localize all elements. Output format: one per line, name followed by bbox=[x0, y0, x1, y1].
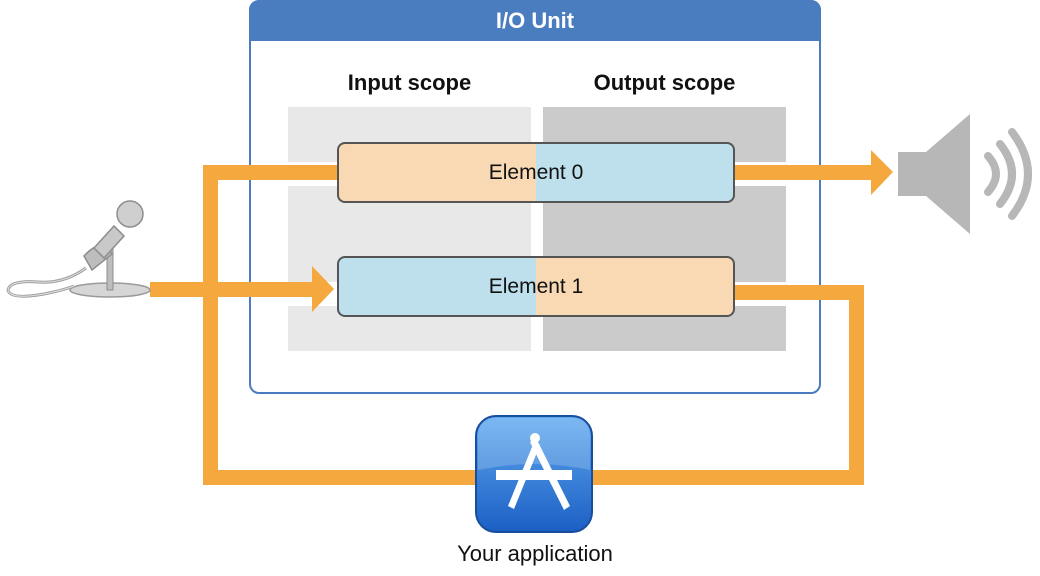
element-1-label: Element 1 bbox=[488, 274, 584, 298]
speaker-icon bbox=[898, 114, 1032, 234]
input-scope-label: Input scope bbox=[347, 70, 472, 95]
arrow-mic-to-elem1 bbox=[150, 282, 314, 297]
arrow-bottom-left bbox=[203, 470, 475, 485]
element-0-label: Element 0 bbox=[488, 160, 584, 184]
io-unit-title: I/O Unit bbox=[249, 0, 821, 41]
arrow-right-vertical bbox=[849, 285, 864, 485]
output-scope-label: Output scope bbox=[593, 70, 736, 95]
arrow-elem0-out bbox=[733, 165, 873, 180]
microphone-icon bbox=[6, 200, 151, 298]
arrow-elem1-out bbox=[733, 285, 864, 300]
arrow-head-elem1 bbox=[312, 266, 334, 312]
element-0: Element 0 bbox=[337, 142, 735, 203]
arrow-bottom-right bbox=[592, 470, 864, 485]
application-label: Your application bbox=[457, 541, 613, 566]
arrow-left-vertical bbox=[203, 165, 218, 485]
element-1: Element 1 bbox=[337, 256, 735, 317]
arrow-elem0-in-horizontal bbox=[203, 165, 339, 180]
arrow-head-speaker bbox=[871, 150, 893, 195]
app-store-icon[interactable] bbox=[474, 414, 594, 534]
